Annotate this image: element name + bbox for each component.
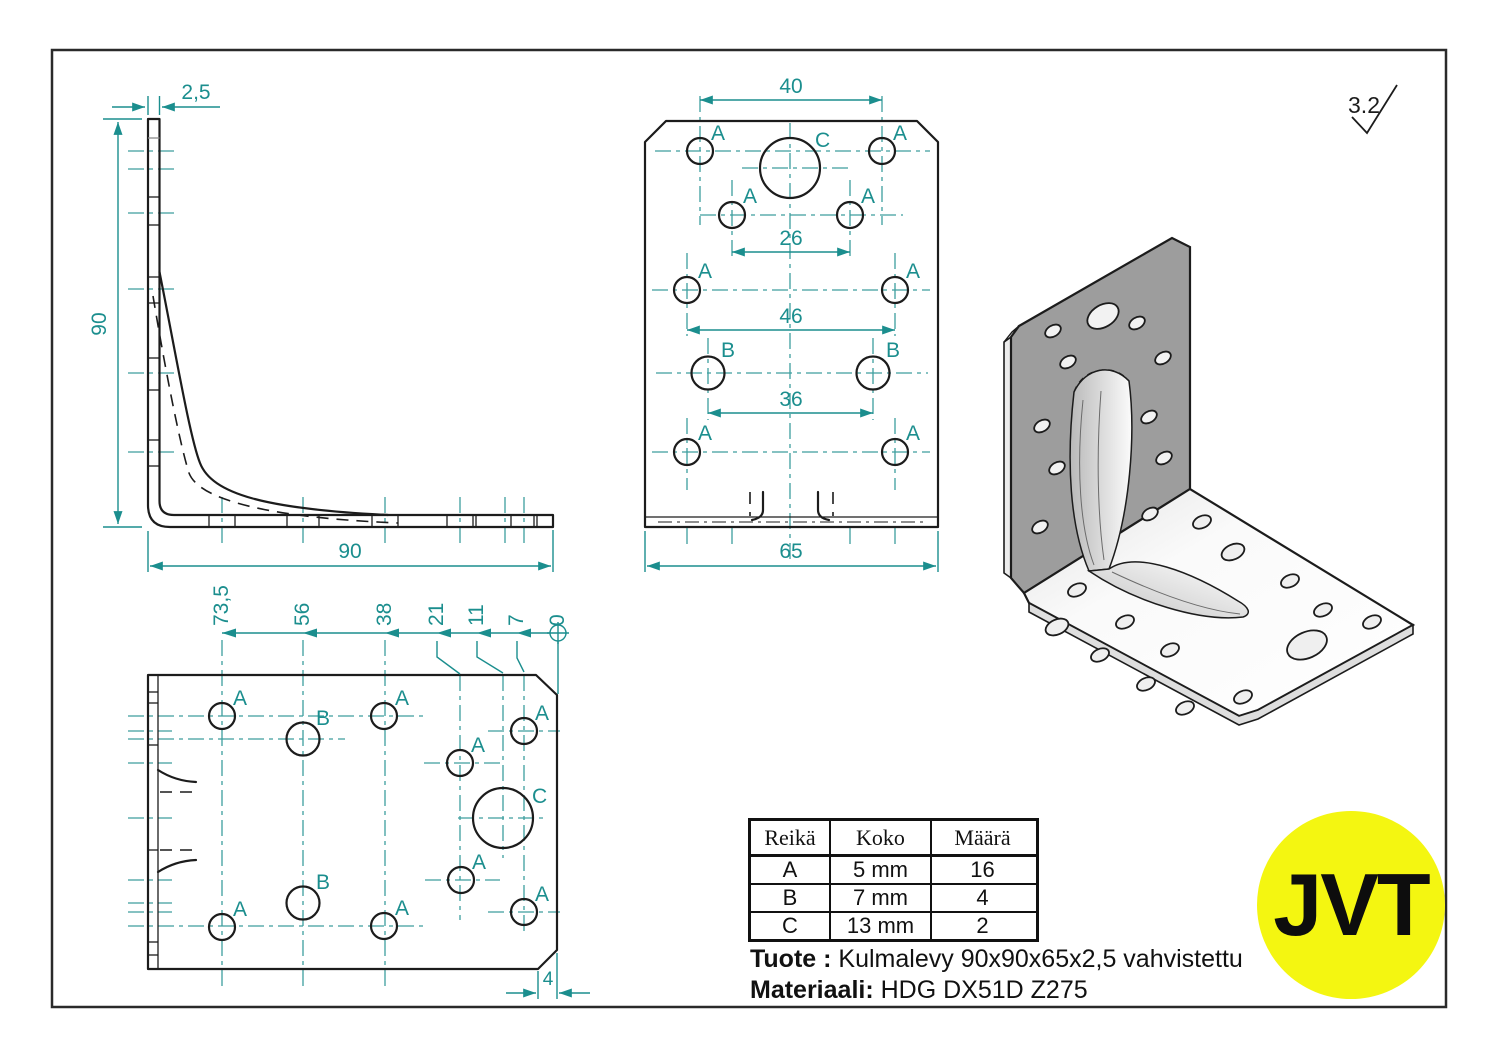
material-line: Materiaali: HDG DX51D Z275: [750, 975, 1243, 1006]
side-view: 2,5 90 90: [88, 81, 555, 572]
dim-label-36: 36: [779, 388, 802, 411]
plan-view: A A B A A C A A B A A 73,5 56: [128, 585, 590, 999]
chain-dim-label: 38: [373, 603, 396, 626]
hole-table-row-a: A 5 mm 16: [751, 857, 1036, 885]
cell-qty: 4: [930, 885, 1033, 911]
hole-label-b: B: [316, 707, 330, 730]
chain-dim-label: 11: [465, 604, 488, 626]
hole-label-b: B: [886, 339, 900, 362]
dim-label-thickness: 2,5: [181, 81, 210, 104]
front-view: A A C A A A A B B A A 40 26 46 36 65: [643, 75, 940, 572]
cell-hole: B: [782, 885, 798, 910]
dim-label-chamfer: 4: [543, 969, 554, 990]
chain-dim-label: 56: [291, 603, 314, 626]
hole-label-b: B: [316, 871, 330, 894]
hole-label-a: A: [535, 702, 549, 725]
hole-label-a: A: [893, 122, 907, 145]
hole-label-a: A: [698, 260, 712, 283]
hole-label-a: A: [535, 883, 549, 906]
isometric-view: [1003, 236, 1416, 726]
dim-label-height: 90: [88, 312, 111, 335]
cell-qty: 2: [930, 913, 1033, 939]
chain-dim-label: 21: [425, 603, 448, 626]
hole-table-header-koko: Koko: [829, 821, 930, 854]
hole-label-a: A: [906, 422, 920, 445]
hole-label-c: C: [815, 129, 830, 152]
cell-size: 5 mm: [829, 857, 930, 883]
company-logo: JVT: [1257, 811, 1445, 999]
material-value: HDG DX51D Z275: [880, 976, 1088, 1004]
hole-label-a: A: [471, 734, 485, 757]
surface-finish-symbol: 3.2: [1348, 84, 1398, 135]
hole-label-a: A: [233, 687, 247, 710]
hole-table-row-c: C 13 mm 2: [751, 913, 1036, 939]
chain-dim-label: 7: [505, 614, 528, 626]
cell-qty: 16: [930, 857, 1033, 883]
dim-label-40: 40: [779, 75, 802, 98]
hole-label-a: A: [233, 898, 247, 921]
cell-size: 13 mm: [829, 913, 930, 939]
hole-label-a: A: [698, 422, 712, 445]
hole-label-a: A: [906, 260, 920, 283]
chain-dim-label: 73,5: [210, 585, 233, 626]
dim-label-65: 65: [779, 540, 802, 563]
material-label: Materiaali:: [750, 976, 874, 1004]
dim-label-width: 90: [338, 540, 361, 563]
hole-table-row-b: B 7 mm 4: [751, 885, 1036, 913]
dim-label-46: 46: [779, 305, 802, 328]
hole-label-a: A: [395, 687, 409, 710]
company-logo-text: JVT: [1273, 855, 1430, 954]
product-label: Tuote :: [750, 945, 832, 973]
product-line: Tuote : Kulmalevy 90x90x65x2,5 vahvistet…: [750, 944, 1243, 975]
hole-table-header-maara: Määrä: [930, 821, 1033, 854]
surface-finish-value: 3.2: [1348, 92, 1380, 118]
drawing-border: [50, 48, 1448, 1009]
hole-table-header-row: Reikä Koko Määrä: [751, 821, 1036, 857]
dim-label-26: 26: [779, 227, 802, 250]
hole-label-a: A: [743, 185, 757, 208]
cell-hole: A: [782, 857, 798, 882]
hole-label-b: B: [721, 339, 735, 362]
cell-hole: C: [782, 913, 798, 938]
hole-label-a: A: [861, 185, 875, 208]
title-block: Tuote : Kulmalevy 90x90x65x2,5 vahvistet…: [750, 944, 1243, 1006]
hole-table-header-reika: Reikä: [764, 824, 816, 850]
hole-label-a: A: [395, 897, 409, 920]
product-value: Kulmalevy 90x90x65x2,5 vahvistettu: [838, 945, 1243, 973]
hole-label-a: A: [711, 122, 725, 145]
chain-dim-label: 0: [546, 614, 569, 626]
cell-size: 7 mm: [829, 885, 930, 911]
hole-table: Reikä Koko Määrä A 5 mm 16 B 7 mm 4 C 13…: [748, 818, 1039, 942]
hole-label-a: A: [472, 851, 486, 874]
hole-label-c: C: [532, 785, 547, 808]
